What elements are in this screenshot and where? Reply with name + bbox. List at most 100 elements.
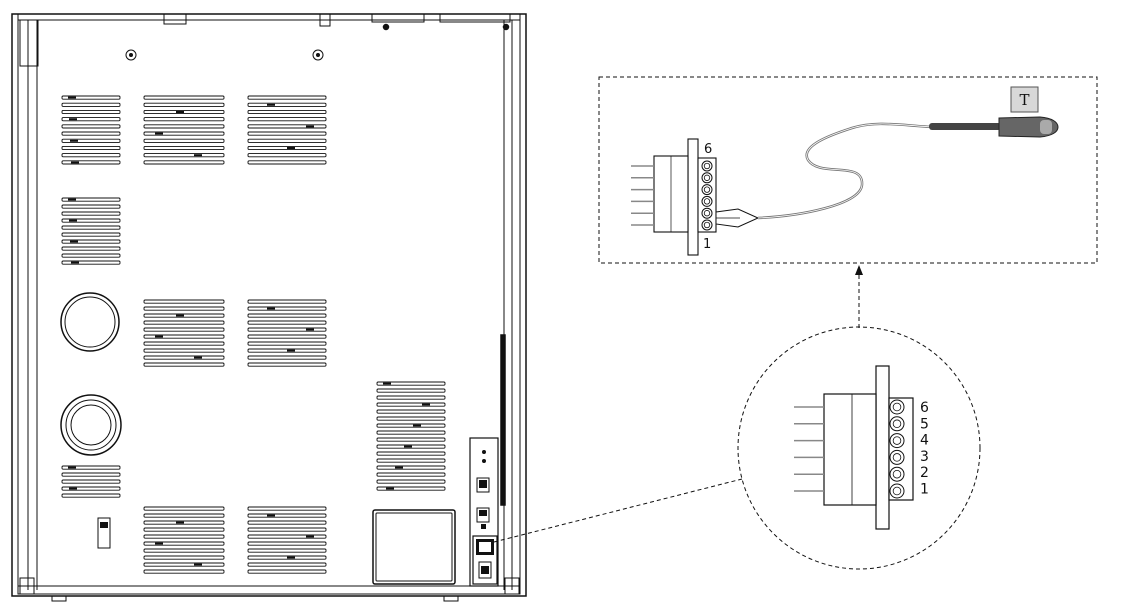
probe-sheath (929, 123, 1001, 130)
vent-slot (143, 160, 225, 165)
vent-slot (61, 225, 121, 230)
vent-slot (247, 138, 327, 143)
vent-slot (247, 541, 327, 546)
vent-grille (143, 506, 225, 574)
vent-slot (143, 541, 225, 546)
screw-head (892, 453, 902, 462)
vent-mark (287, 556, 295, 559)
vent-slot (376, 465, 446, 470)
vent-slot (247, 327, 327, 332)
vent-slot (247, 124, 327, 129)
vent-slot (247, 527, 327, 532)
vent-slot (247, 313, 327, 318)
vent-slot (61, 131, 121, 136)
screw-head (703, 162, 711, 170)
thermocouple-probe (715, 116, 1059, 228)
detail-screw-terminals (701, 160, 713, 231)
vent-mark (155, 132, 163, 135)
callout-leader (493, 275, 860, 543)
screw-head (892, 469, 902, 479)
vent-slot (143, 562, 225, 567)
vent-slot (61, 145, 121, 151)
vent-slot (143, 327, 225, 332)
vent-slot (61, 211, 121, 216)
vent-slot (247, 362, 327, 367)
probe-label-box: T (1010, 86, 1039, 113)
screw-head (703, 221, 711, 229)
vent-slot (247, 562, 327, 567)
vent-slot (61, 109, 121, 115)
vent-grille (376, 381, 446, 491)
vent-slot (143, 124, 225, 129)
zoom-pin-leads (794, 406, 824, 492)
vent-mark (68, 198, 76, 201)
vent-mark (176, 111, 184, 113)
vent-mark (155, 335, 163, 338)
vent-slot (143, 320, 225, 325)
vent-mark (287, 349, 295, 352)
screw-head (703, 174, 711, 181)
vent-slot (61, 102, 121, 107)
screw-terminal (889, 416, 905, 432)
vent-slot (61, 218, 121, 223)
vent-slot (376, 402, 446, 407)
vent-slot (61, 260, 121, 265)
vent-mark (70, 240, 78, 243)
vent-slot (247, 131, 327, 136)
detail-pin-top-label: 6 (704, 142, 712, 157)
vent-slot (143, 362, 225, 367)
vent-slot (247, 153, 327, 158)
vent-slot (247, 109, 327, 115)
screw-terminal (889, 433, 905, 449)
callout-arrowhead (855, 265, 863, 275)
rear-panel (11, 13, 527, 602)
vent-slot (61, 232, 121, 237)
vent-slot (143, 534, 225, 539)
vent-mark (194, 356, 202, 359)
vent-slot (247, 548, 327, 553)
vent-slot (143, 306, 225, 311)
vent-mark (383, 382, 391, 385)
vent-slot (376, 430, 446, 435)
screw-head (892, 402, 902, 412)
screw-terminal (701, 184, 713, 196)
vent-mark (68, 466, 76, 469)
screw-terminal (701, 160, 713, 172)
vent-slot (61, 117, 121, 122)
vent-slot (247, 306, 327, 311)
vent-slot (61, 246, 121, 251)
vent-slot (247, 320, 327, 325)
vent-slot (247, 355, 327, 360)
zoom-pin-number: 1 (920, 482, 929, 498)
vent-mark (69, 487, 77, 490)
vent-slot (143, 348, 225, 353)
vent-slot (143, 569, 225, 574)
vent-grille (61, 465, 121, 498)
vent-slot (61, 253, 121, 258)
vent-slot (61, 95, 121, 100)
screw-terminal (889, 449, 905, 465)
vent-slot (247, 160, 327, 165)
vent-mark (413, 424, 421, 427)
vent-grille (143, 299, 225, 367)
vent-mark (176, 521, 184, 524)
zoom-pin-number: 3 (920, 449, 929, 465)
vent-slot (143, 334, 225, 339)
vent-mark (306, 328, 314, 331)
vent-slot (143, 299, 225, 304)
vent-slot (61, 493, 121, 498)
vent-grille (247, 95, 327, 165)
screw-terminal (701, 207, 713, 219)
vent-mark (194, 154, 202, 157)
zoom-pin-number: 4 (920, 433, 929, 449)
vent-slot (143, 153, 225, 158)
detail-box: 6 1 T (598, 76, 1098, 264)
vent-slot (247, 513, 327, 518)
vent-slot (61, 239, 121, 244)
vent-slot (143, 548, 225, 553)
vent-grilles (61, 95, 446, 574)
vent-slot (376, 437, 446, 442)
